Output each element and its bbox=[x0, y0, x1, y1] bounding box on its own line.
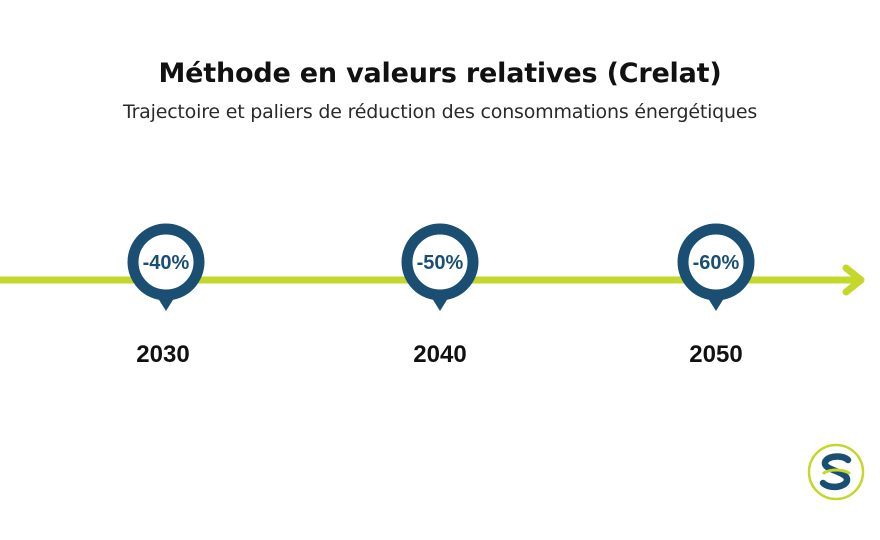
milestone-2050: -60% 2050 bbox=[677, 223, 755, 368]
timeline-arrowhead bbox=[842, 264, 865, 296]
milestone-year-label: 2050 bbox=[689, 341, 742, 368]
milestone-pin-ring bbox=[127, 223, 205, 301]
milestone-year-label: 2030 bbox=[136, 341, 189, 368]
milestone-reduction-label: -40% bbox=[143, 252, 190, 274]
brand-s-logo-icon bbox=[807, 443, 865, 501]
milestone-pin-ring bbox=[401, 223, 479, 301]
milestone-reduction-label: -50% bbox=[417, 252, 464, 274]
milestone-reduction-label: -60% bbox=[693, 252, 740, 274]
page-subtitle: Trajectoire et paliers de réduction des … bbox=[122, 101, 758, 123]
milestone-2030: -40% 2030 bbox=[127, 223, 205, 368]
milestone-2040: -50% 2040 bbox=[401, 223, 479, 368]
milestone-year-label: 2040 bbox=[413, 341, 466, 368]
page-title: Méthode en valeurs relatives (Crelat) bbox=[158, 58, 722, 89]
milestone-pin-ring bbox=[677, 223, 755, 301]
logo-s-accent bbox=[822, 468, 851, 475]
